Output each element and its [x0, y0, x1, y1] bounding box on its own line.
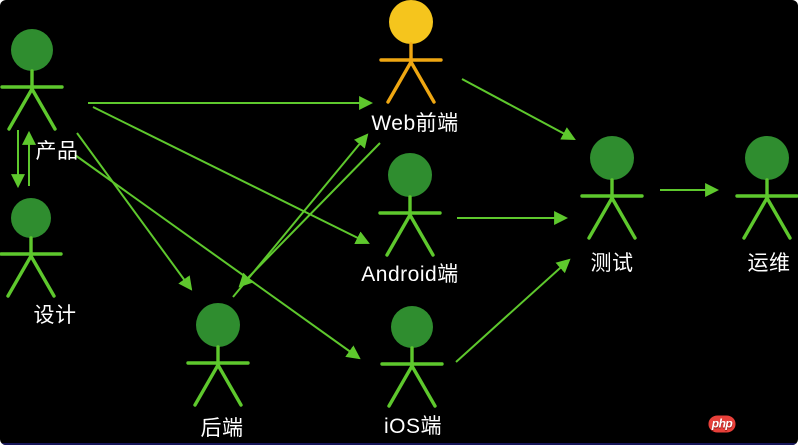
actor-figure-ios	[380, 306, 444, 408]
actor-label-ops: 运维	[747, 252, 791, 275]
connection-arrow-product-to-ios	[74, 154, 361, 360]
actor-figure-design	[0, 198, 63, 298]
actor-head-design	[11, 198, 51, 238]
actor-figure-backend	[186, 303, 250, 407]
actor-head-test	[590, 136, 634, 180]
connection-arrow-product-to-android	[92, 106, 370, 244]
connection-arrow-product-to-backend	[76, 132, 193, 291]
actor-figure-ops	[735, 136, 798, 240]
actor-figure-android	[378, 153, 442, 257]
actor-label-android: Android端	[361, 263, 459, 286]
connection-arrow-ios-to-test	[455, 258, 571, 363]
bottom-edge-line	[0, 443, 798, 445]
actor-figure-product	[0, 29, 64, 131]
actor-head-ops	[745, 136, 789, 180]
actor-label-web-frontend: Web前端	[371, 112, 459, 135]
actor-head-backend	[196, 303, 240, 347]
actor-head-android	[388, 153, 432, 197]
connection-arrow-web-frontend-to-backend	[238, 142, 381, 288]
connection-arrow-web-frontend-to-test	[461, 78, 576, 140]
actor-head-web-frontend	[389, 0, 433, 44]
actor-figure-test	[580, 136, 644, 240]
actor-label-test: 测试	[590, 252, 634, 275]
actor-figure-web-frontend	[379, 0, 443, 104]
actor-label-backend: 后端	[200, 417, 244, 440]
actor-head-ios	[391, 306, 433, 348]
actor-label-design: 设计	[33, 304, 77, 327]
actor-head-product	[11, 29, 53, 71]
actor-label-product: 产品	[35, 140, 79, 163]
actor-label-ios: iOS端	[383, 415, 443, 438]
php-watermark-logo: php	[708, 415, 736, 433]
